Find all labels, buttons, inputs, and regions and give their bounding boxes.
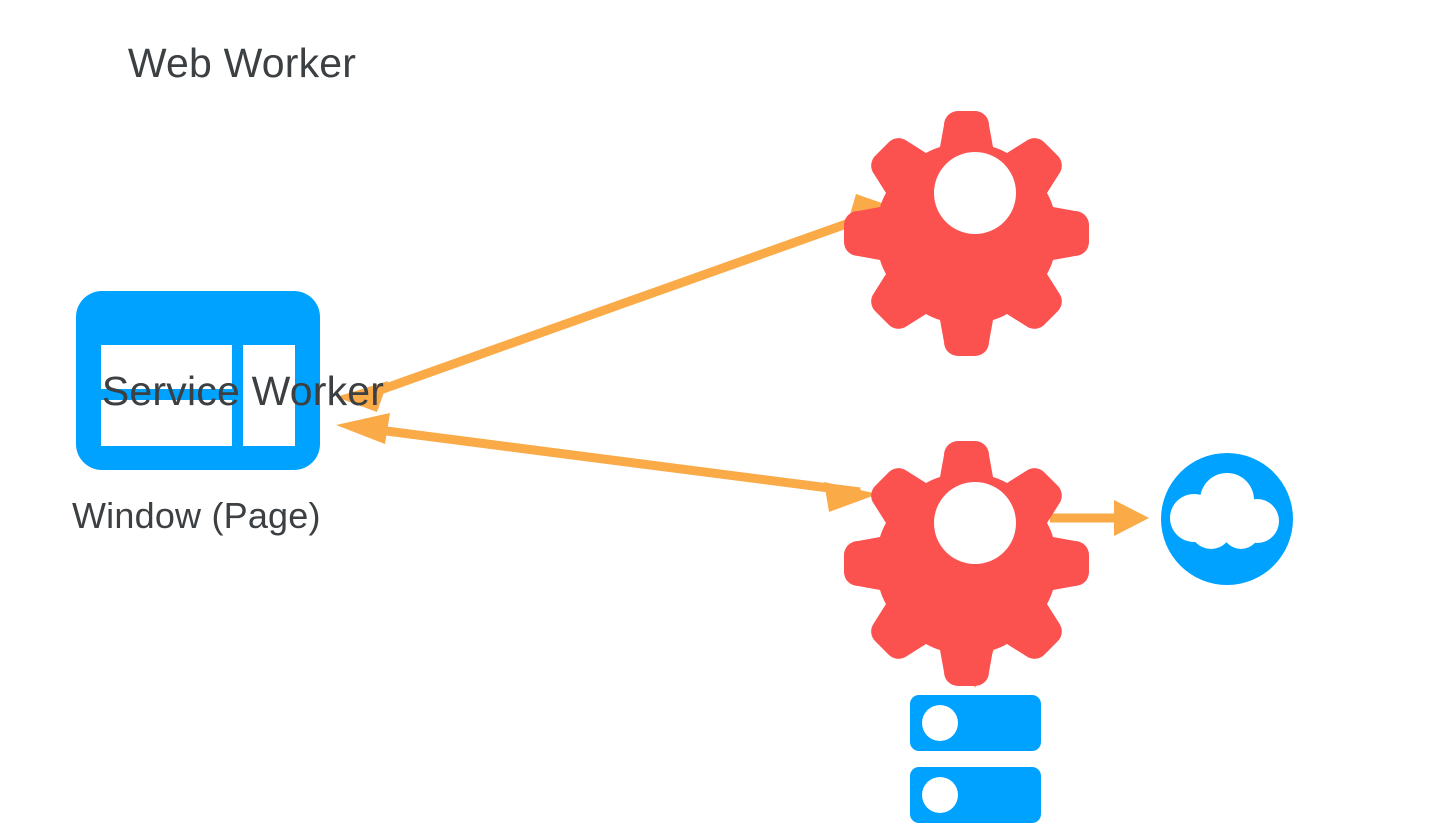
browser-window-pane-right — [243, 345, 295, 446]
node-cache-storage[interactable] — [910, 695, 1041, 823]
node-web-worker[interactable] — [844, 111, 1089, 356]
cloud-icon — [1170, 473, 1279, 549]
server-led-top — [922, 705, 958, 741]
label-service-worker: Service Worker — [101, 368, 385, 414]
gear-icon — [844, 111, 1089, 356]
server-storage-icon — [910, 695, 1041, 823]
arrowhead-to-window — [336, 413, 390, 444]
browser-window-pane-top-left — [101, 345, 232, 389]
label-window-page: Window (Page) — [72, 495, 321, 536]
node-window-page[interactable] — [76, 291, 320, 470]
connector-line — [353, 207, 882, 404]
arrowhead-to-service-worker — [824, 482, 878, 512]
gear-icon — [844, 441, 1089, 686]
server-led-bottom — [922, 777, 958, 813]
arrowhead-to-cloud — [1114, 500, 1149, 536]
node-network-cloud[interactable] — [1161, 453, 1293, 585]
arrowhead-to-window — [336, 381, 388, 412]
connector-line — [354, 422, 861, 497]
browser-window-pane-bottom-left — [101, 400, 232, 446]
label-web-worker: Web Worker — [127, 40, 357, 86]
connection-serviceworker-cloud — [1050, 500, 1149, 536]
connection-window-serviceworker — [336, 413, 878, 512]
node-service-worker[interactable] — [844, 441, 1089, 686]
